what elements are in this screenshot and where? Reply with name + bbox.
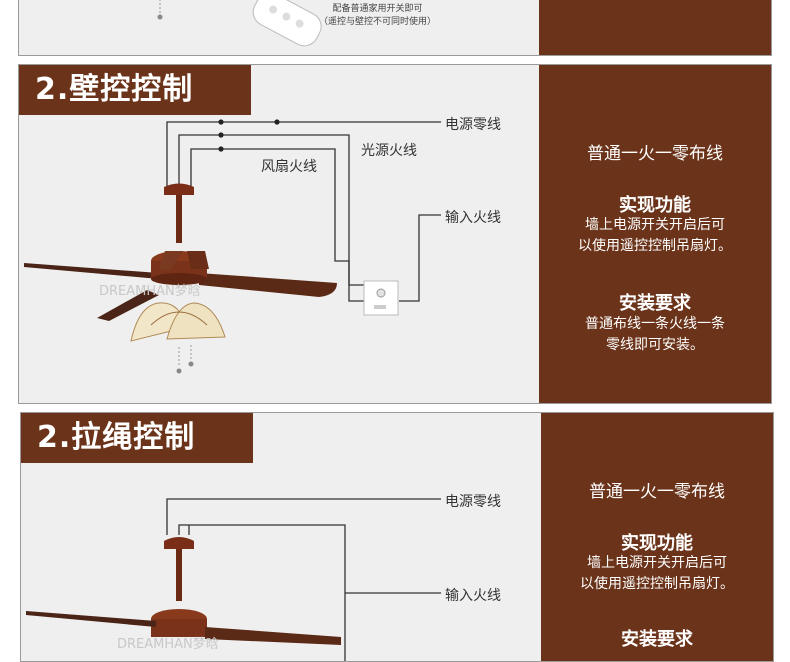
remote-illustration (157, 0, 322, 47)
wall-install-text: 普通布线一条火线一条 零线即可安装。 (539, 314, 771, 356)
wall-info-column: 普通一火一零布线 实现功能 墙上电源开关开启后可 以使用遥控控制吊扇灯。 安装要… (539, 65, 771, 403)
pull-input-live-label: 输入火线 (445, 588, 501, 604)
pull-wiring-heading: 普通一火一零布线 (589, 482, 725, 502)
wall-input-live-label: 输入火线 (445, 210, 501, 226)
wall-watermark: DREAMHAN梦晗 (99, 284, 201, 299)
remote-control-icon (252, 0, 322, 47)
pull-function-text: 墙上电源开关开启后可 以使用遥控控制吊扇灯。 (541, 553, 773, 595)
wall-neutral-label: 电源零线 (445, 117, 501, 133)
wall-wiring-heading: 普通一火一零布线 (587, 144, 723, 164)
wall-light-live-label: 光源火线 (361, 143, 417, 159)
wall-install-line1: 普通布线一条火线一条 (585, 316, 725, 332)
wall-function-title: 实现功能 (619, 195, 691, 216)
wall-wiring-diagram (24, 119, 441, 374)
pull-wiring-diagram (26, 498, 441, 661)
wall-switch-icon (363, 280, 399, 316)
remote-control-panel: 配备普通家用开关即可 （遥控与壁控不可同时使用） (18, 0, 772, 56)
wall-install-title: 安装要求 (619, 293, 691, 314)
remote-note-line1: 配备普通家用开关即可 (332, 4, 423, 14)
pull-function-line1: 墙上电源开关开启后可 (587, 555, 727, 571)
remote-note-line2: （遥控与壁控不可同时使用） (319, 17, 437, 27)
wall-control-panel: 普通一火一零布线 实现功能 墙上电源开关开启后可 以使用遥控控制吊扇灯。 安装要… (18, 64, 772, 404)
pull-install-title: 安装要求 (621, 629, 693, 650)
wall-fan-live-label: 风扇火线 (261, 159, 317, 175)
pull-function-title: 实现功能 (621, 533, 693, 554)
pull-info-column: 普通一火一零布线 实现功能 墙上电源开关开启后可 以使用遥控控制吊扇灯。 安装要… (541, 413, 773, 661)
wall-function-text: 墙上电源开关开启后可 以使用遥控控制吊扇灯。 (539, 215, 771, 257)
wall-install-line2: 零线即可安装。 (606, 337, 704, 353)
pull-cord-title: 2.拉绳控制 (21, 413, 253, 463)
pull-function-line2: 以使用遥控控制吊扇灯。 (580, 576, 734, 592)
remote-note: 配备普通家用开关即可 （遥控与壁控不可同时使用） (319, 3, 436, 29)
ceiling-fan-icon (24, 183, 337, 374)
wall-control-title: 2.壁控控制 (19, 65, 251, 115)
pull-watermark: DREAMHAN梦晗 (117, 637, 219, 652)
wall-function-line2: 以使用遥控控制吊扇灯。 (578, 238, 732, 254)
pull-ceiling-fan-icon (26, 537, 341, 645)
pull-neutral-label: 电源零线 (445, 494, 501, 510)
wall-function-line1: 墙上电源开关开启后可 (585, 217, 725, 233)
pull-cord-panel: 普通一火一零布线 实现功能 墙上电源开关开启后可 以使用遥控控制吊扇灯。 安装要… (20, 412, 774, 662)
remote-info-column (539, 0, 771, 55)
